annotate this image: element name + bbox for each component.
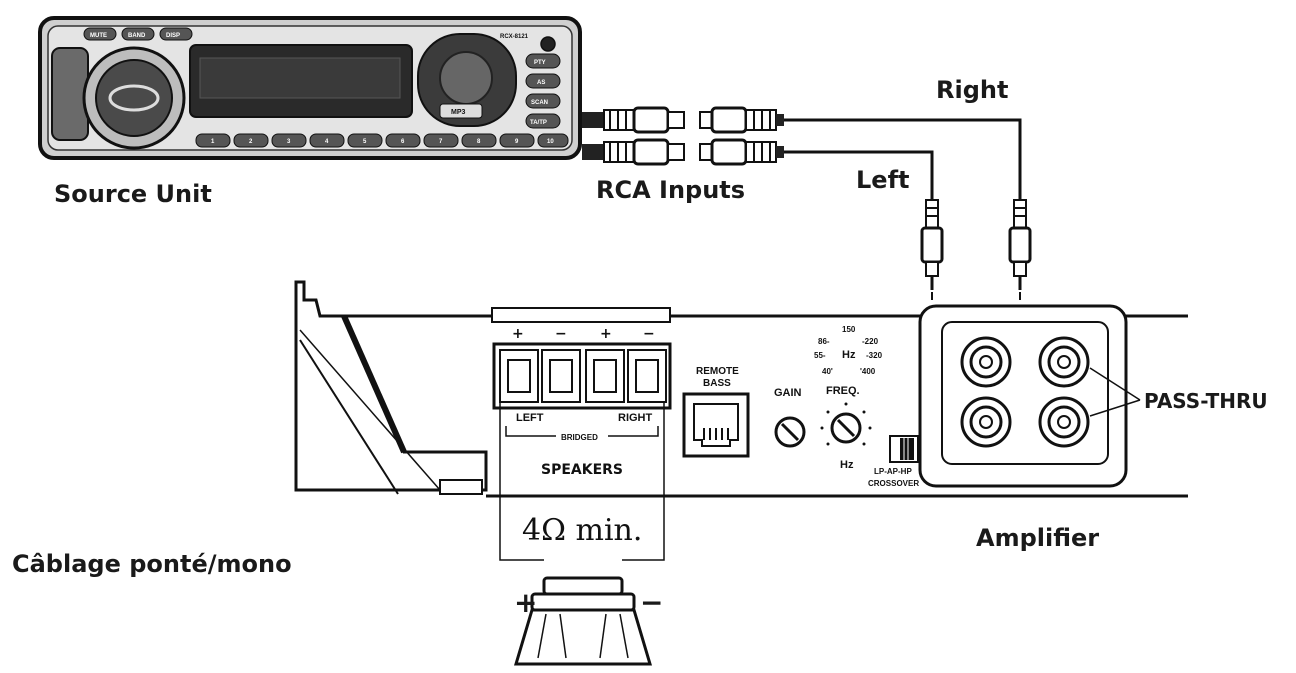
caption-label: Câblage ponté/mono xyxy=(12,550,292,578)
freq-220: -220 xyxy=(862,337,879,346)
terminal-polarity-3: + xyxy=(600,326,612,342)
left-channel-label: Left xyxy=(856,166,909,194)
freq-150: 150 xyxy=(842,325,856,334)
speakers-label: SPEAKERS xyxy=(541,462,623,478)
detach-panel-handle xyxy=(51,47,89,141)
top-buttons: MUTE BAND DISP xyxy=(83,27,193,41)
preset-5-label: 5 xyxy=(363,139,367,145)
remote-bass-jack-icon xyxy=(682,392,750,458)
band-button-label: BAND xyxy=(128,33,146,39)
preset-buttons: 1 2 3 4 5 6 7 8 9 10 xyxy=(195,133,569,148)
terminal-polarity-1: + xyxy=(512,326,524,342)
freq-55: 55- xyxy=(814,351,826,360)
rca-inputs-label: RCA Inputs xyxy=(596,176,745,204)
speaker-wire-negative xyxy=(622,402,665,561)
preset-4-label: 4 xyxy=(325,139,329,145)
left-rca-plug xyxy=(920,199,944,290)
preset-9-label: 9 xyxy=(515,139,519,145)
speaker-wire-positive xyxy=(499,402,544,561)
preset-2-label: 2 xyxy=(249,139,253,145)
terminal-left-label: LEFT xyxy=(516,412,544,424)
rca-plug-pair-upper xyxy=(582,106,784,134)
crossover-mode-label: LP-AP-HP xyxy=(874,467,912,476)
crossover-switch-icon xyxy=(889,435,919,463)
impedance-label: 4Ω min. xyxy=(522,513,642,548)
release-button xyxy=(540,36,556,52)
disp-button-label: DISP xyxy=(166,33,180,39)
freq-knob-icon xyxy=(820,402,872,446)
pass-thru-label: PASS-THRU xyxy=(1144,389,1268,413)
right-channel-cable xyxy=(784,118,1022,200)
freq-label: FREQ. xyxy=(826,385,860,397)
preset-8-label: 8 xyxy=(477,139,481,145)
amplifier-body xyxy=(294,280,1188,498)
preset-10-label: 10 xyxy=(547,139,554,145)
tatp-button-label: TA/TP xyxy=(530,120,547,126)
source-unit: MP3 RCX-8121 MUTE BAND DISP PTY AS SCAN … xyxy=(38,16,582,160)
mp3-badge: MP3 xyxy=(451,109,466,116)
scan-button-label: SCAN xyxy=(531,100,548,106)
preset-3-label: 3 xyxy=(287,139,291,145)
right-rca-plug xyxy=(1008,199,1032,290)
freq-knob-hz: Hz xyxy=(840,459,854,471)
as-button-label: AS xyxy=(537,80,545,86)
pty-button-label: PTY xyxy=(534,60,546,66)
terminal-right-label: RIGHT xyxy=(618,412,653,424)
gain-label: GAIN xyxy=(774,387,802,399)
rca-input-panel xyxy=(918,304,1128,488)
freq-scale: 150 86- -220 55- Hz -320 40' '400 xyxy=(814,325,883,376)
speaker-plus-label: + xyxy=(514,586,537,619)
pass-thru-pointer xyxy=(1089,367,1141,417)
preset-6-label: 6 xyxy=(401,139,405,145)
right-buttons: PTY AS SCAN TA/TP xyxy=(525,53,561,129)
left-channel-cable xyxy=(784,150,934,200)
source-unit-label: Source Unit xyxy=(54,180,212,208)
brand-logo-icon xyxy=(108,84,160,112)
terminal-polarity-2: − xyxy=(555,326,567,342)
crossover-label: CROSSOVER xyxy=(868,479,919,488)
bridged-label: BRIDGED xyxy=(561,433,598,442)
preset-1-label: 1 xyxy=(211,139,215,145)
right-channel-label: Right xyxy=(936,76,1008,104)
preset-7-label: 7 xyxy=(439,139,443,145)
rca-plug-pair-lower xyxy=(582,138,784,166)
speaker-icon xyxy=(513,576,653,666)
freq-400: '400 xyxy=(860,367,876,376)
speaker-terminal-block xyxy=(492,342,672,410)
gain-knob-icon xyxy=(774,416,806,448)
amplifier-label: Amplifier xyxy=(976,524,1099,552)
freq-320: -320 xyxy=(866,351,883,360)
remote-label: REMOTE xyxy=(696,366,739,377)
model-number: RCX-8121 xyxy=(500,34,529,40)
speaker-minus-label: − xyxy=(640,586,663,619)
freq-40: 40' xyxy=(822,367,833,376)
terminal-polarity-4: − xyxy=(643,326,655,342)
mute-button-label: MUTE xyxy=(90,33,107,39)
freq-86: 86- xyxy=(818,337,830,346)
bass-label: BASS xyxy=(703,378,731,389)
freq-scale-hz: Hz xyxy=(842,349,856,361)
